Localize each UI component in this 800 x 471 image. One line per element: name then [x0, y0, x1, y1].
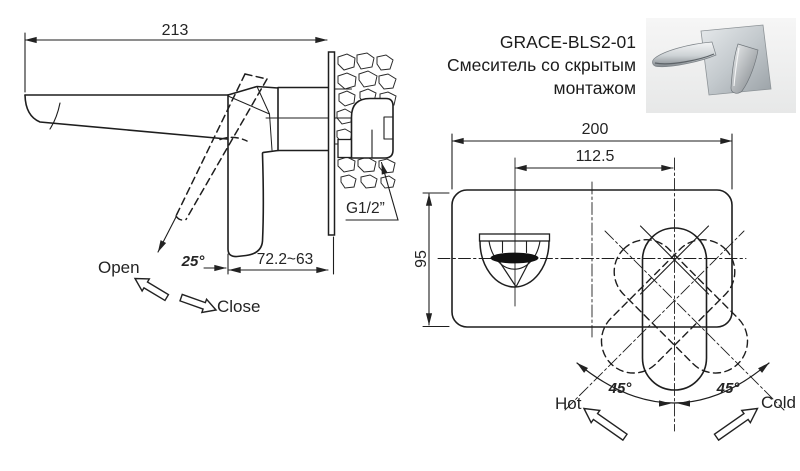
cold-label: Cold: [761, 393, 796, 412]
dim-mounting-depth: 72.2~63: [256, 251, 314, 268]
valve-body-outline: [227, 85, 353, 152]
product-description-line1: Смеситель со скрытым: [447, 55, 636, 75]
front-view-drawing: [422, 133, 785, 442]
angle-25-leaders: [157, 216, 227, 272]
hot-label: Hot: [555, 394, 582, 413]
swing-arc: [576, 362, 770, 407]
title-block: GRACE-BLS2-01 Смеситель со скрытым монта…: [447, 31, 636, 100]
dim-213-lines: [24, 32, 328, 93]
open-label: Open: [98, 258, 140, 277]
concealed-valve: [333, 88, 394, 159]
water-outlet-slot: [490, 252, 539, 264]
dim-95-lines: [422, 192, 450, 328]
open-arrow-icon: [133, 277, 170, 302]
lever-closed-outline: [227, 94, 279, 258]
product-description-line2: монтажом: [553, 78, 636, 98]
close-arrow-icon: [179, 293, 218, 314]
dim-200-lines: [451, 133, 733, 190]
side-view-drawing: [24, 32, 399, 314]
spout-outline: [24, 94, 229, 140]
dim-depth-lines: [227, 236, 335, 275]
dim-total-length: 213: [161, 22, 189, 39]
break-tick: [49, 102, 61, 130]
spout-outlet: [478, 233, 551, 288]
dim-plate-width: 200: [581, 121, 609, 138]
lever-open-dashed: [175, 73, 268, 221]
thread-leader-line: [345, 161, 399, 221]
cold-arrow-icon: [713, 407, 759, 442]
open-angle-label: 25°: [181, 253, 205, 270]
hot-angle-label: 45°: [608, 380, 632, 397]
thread-size-label: G1/2”: [346, 200, 385, 217]
wall-plate: [327, 51, 336, 236]
product-photo: [646, 18, 796, 113]
dim-spout-to-handle: 112.5: [575, 148, 615, 165]
hot-arrow-icon: [582, 407, 628, 442]
photo-spout: [652, 41, 717, 68]
cold-angle-label: 45°: [716, 380, 740, 397]
centerlines: [437, 157, 785, 432]
product-model: GRACE-BLS2-01: [499, 32, 636, 52]
close-label: Close: [217, 297, 261, 316]
dim-plate-height: 95: [413, 250, 430, 268]
